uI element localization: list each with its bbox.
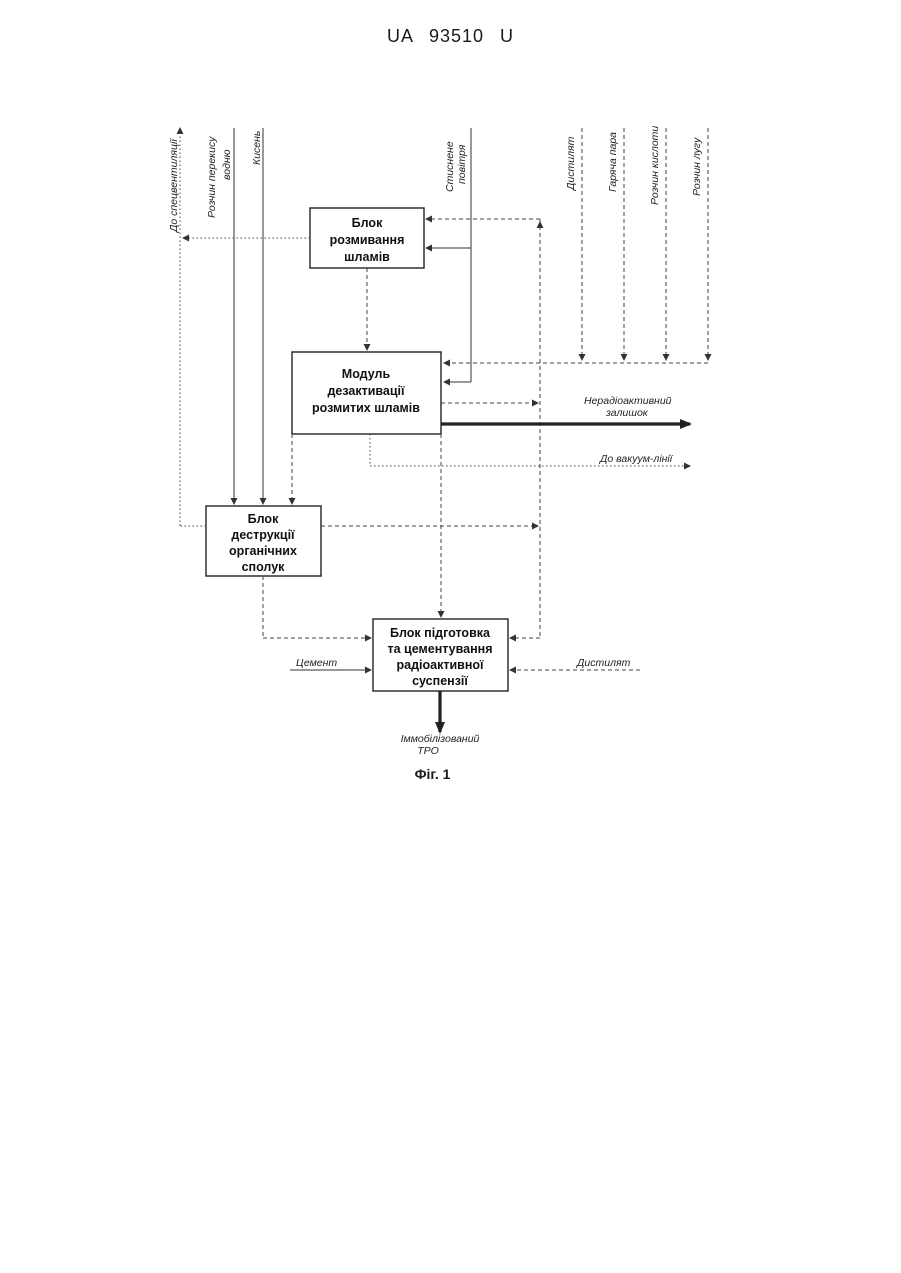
washing-block: Блок розмивання шламів — [310, 208, 424, 268]
deactivation-line-1: Модуль — [342, 367, 391, 381]
cementing-line-3: радіоактивної — [396, 658, 484, 672]
label-nonradioactive-1: Нерадіоактивний — [584, 395, 672, 407]
deactivation-line-3: розмитих шламів — [312, 401, 420, 415]
label-compressed-air-1: Стиснене — [444, 141, 456, 192]
label-hot-steam: Гаряча пара — [607, 132, 619, 192]
label-distillate-bottom: Дистилят — [576, 657, 631, 669]
label-nonradioactive-2: залишок — [605, 407, 649, 419]
destruction-line-3: органічних — [229, 544, 297, 558]
deactivation-module: Модуль дезактивації розмитих шламів — [292, 352, 441, 434]
label-to-vacuum-line: До вакуум-лінії — [599, 453, 674, 465]
label-alkali-solution: Розчин лугу — [691, 137, 703, 196]
deactivation-line-2: дезактивації — [327, 384, 405, 398]
label-immobilized-1: Іммобілізований — [401, 733, 480, 745]
washing-block-line-1: Блок — [352, 216, 383, 230]
label-oxygen: Кисень — [251, 131, 263, 165]
label-peroxide-line-2: водню — [221, 149, 233, 180]
label-distillate-top: Дистилят — [565, 136, 577, 191]
label-peroxide-line-1: Розчин перекису — [206, 136, 218, 218]
destruction-line-1: Блок — [248, 512, 279, 526]
cementing-line-1: Блок підготовка — [390, 626, 491, 640]
label-to-spec-ventilation: До спецвентиляції — [168, 138, 180, 233]
label-cement: Цемент — [296, 657, 337, 669]
label-compressed-air-2: повітря — [456, 144, 468, 184]
washing-block-line-2: розмивання — [330, 233, 405, 247]
destruction-block: Блок деструкції органічних сполук — [206, 506, 321, 576]
cementing-line-2: та цементування — [387, 642, 492, 656]
destruction-line-4: сполук — [242, 560, 286, 574]
cementing-line-4: суспензії — [412, 674, 468, 688]
figure-caption: Фіг. 1 — [0, 766, 865, 782]
washing-block-line-3: шламів — [344, 250, 390, 264]
label-acid-solution: Розчин кислоти — [649, 126, 661, 205]
cementing-block: Блок підготовка та цементування радіоакт… — [373, 619, 508, 691]
label-immobilized-2: ТРО — [417, 745, 439, 757]
destruction-line-2: деструкції — [231, 528, 295, 542]
